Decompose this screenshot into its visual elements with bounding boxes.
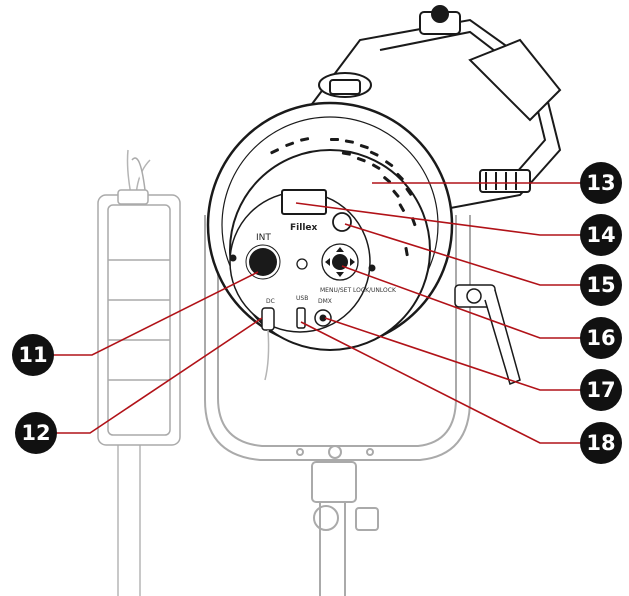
- svg-text:18: 18: [586, 431, 615, 455]
- callout-12: 12: [15, 412, 57, 454]
- leader-line-18: [300, 321, 582, 444]
- lens-barrel: [298, 5, 562, 212]
- screw-right: [368, 264, 376, 272]
- leader-line-15: [344, 223, 582, 286]
- dmx-port: [314, 309, 332, 327]
- svg-text:16: 16: [586, 326, 615, 350]
- brand-label: Fillex: [290, 223, 318, 233]
- screw-left: [229, 254, 237, 262]
- side-lock-knob: [454, 284, 521, 386]
- callout-15: 15: [580, 264, 622, 306]
- callout-16: 16: [580, 317, 622, 359]
- display-window: [281, 189, 327, 215]
- leader-lines: [52, 182, 582, 444]
- svg-text:14: 14: [586, 223, 615, 247]
- dc-label: DC: [266, 298, 275, 305]
- svg-text:15: 15: [586, 273, 615, 297]
- intensity-knob: [245, 244, 281, 280]
- menu-dpad: [321, 243, 359, 281]
- svg-text:17: 17: [586, 378, 615, 402]
- usb-port: [296, 307, 306, 329]
- battery-pack: [97, 157, 181, 446]
- leader-line-16: [341, 265, 582, 339]
- leader-line-14: [295, 202, 582, 236]
- callout-11: 11: [12, 334, 54, 376]
- dc-cable: [261, 307, 275, 381]
- callout-18: 18: [580, 422, 622, 464]
- svg-text:11: 11: [18, 343, 47, 367]
- callout-13: 13: [580, 162, 622, 204]
- mode-icon: [296, 258, 308, 270]
- svg-text:12: 12: [21, 421, 50, 445]
- leader-line-12: [55, 317, 263, 434]
- usb-label: USB: [296, 295, 308, 302]
- int-label: INT: [256, 233, 271, 243]
- indicator-button: [332, 212, 352, 232]
- svg-text:13: 13: [586, 171, 615, 195]
- leader-line-17: [324, 317, 582, 391]
- vent-slots: [270, 137, 417, 257]
- yoke-bracket: [204, 215, 471, 596]
- menu-label: MENU/SET LOCK/UNLOCK: [320, 287, 397, 294]
- callout-17: 17: [580, 369, 622, 411]
- leader-line-11: [52, 271, 259, 356]
- dmx-label: DMX: [318, 298, 332, 305]
- callout-14: 14: [580, 214, 622, 256]
